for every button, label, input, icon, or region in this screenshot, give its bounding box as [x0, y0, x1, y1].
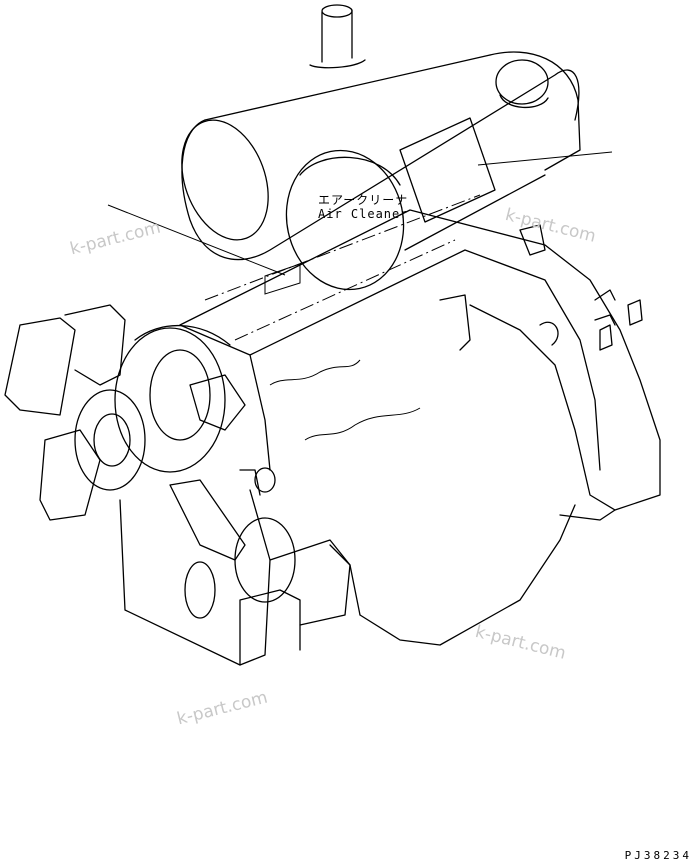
cooling-fan [4, 304, 246, 561]
air-cleaner-callout: エアークリーナ Air Cleaner [318, 193, 408, 221]
front-housing [114, 324, 351, 666]
air-cleaner-body [181, 4, 581, 291]
callout-label-english: Air Cleaner [318, 207, 409, 221]
engine-block [179, 194, 661, 646]
callout-label-japanese: エアークリーナ [318, 193, 409, 207]
callout-leader-lines [107, 151, 613, 295]
drawing-number: PJ38234 [624, 849, 692, 862]
